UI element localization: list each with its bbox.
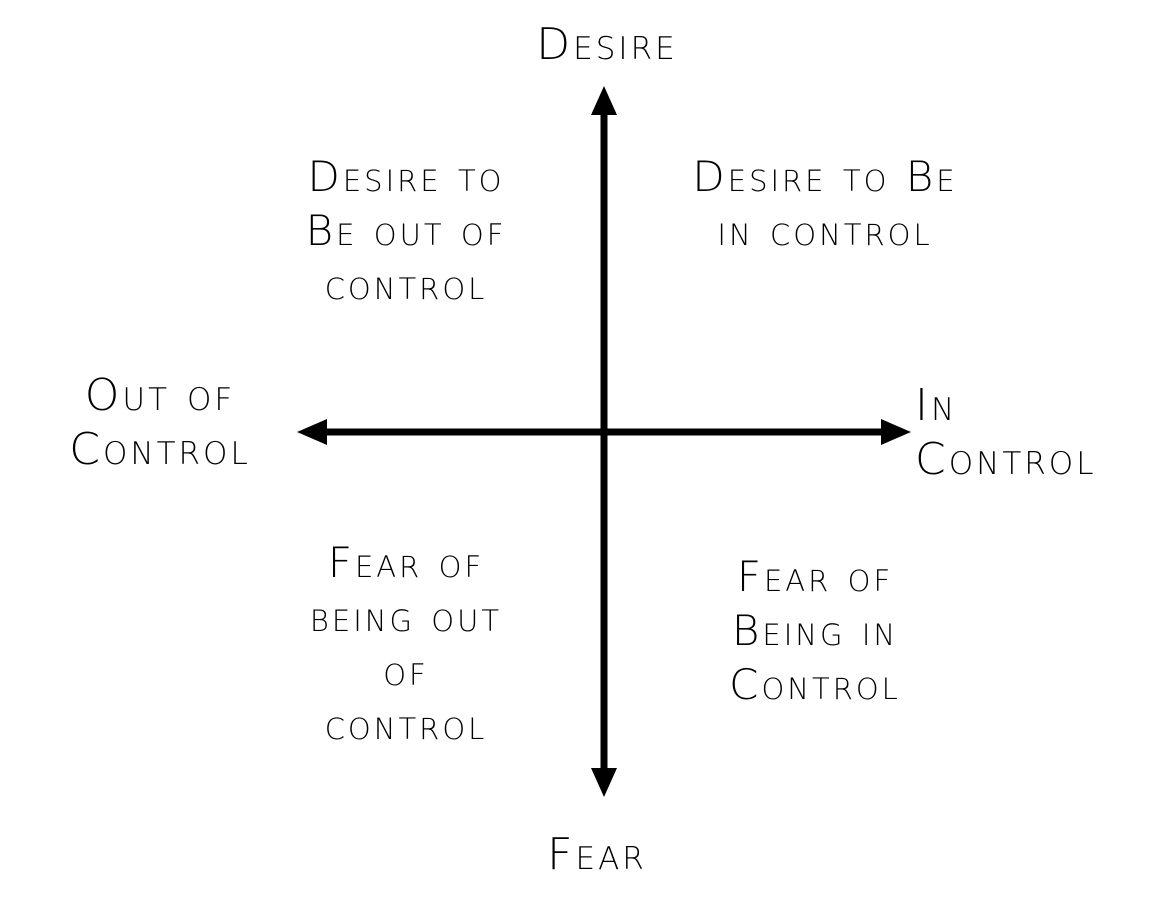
axis-label-top-text: Desire [536,19,678,70]
axis-label-top: Desire [507,18,707,72]
quadrant-bottom-right-line: Control [729,660,901,709]
quadrant-top-right-line: Desire to Be [692,152,958,201]
axis-label-left: Out of Control [40,369,280,477]
axis-label-right-line: Control [915,434,1097,485]
quadrant-top-left-line: Desire to [307,152,505,201]
axis-label-bottom-text: Fear [547,829,647,880]
quadrant-bottom-right-line: Being in [731,606,899,655]
quadrant-bottom-right: Fear of Being in Control [665,550,965,712]
axis-label-left-line: Control [69,424,251,475]
quadrant-top-left: Desire to Be out of control [256,150,556,312]
arrow-down-icon [591,768,617,797]
quadrant-top-right-line: in control [717,206,933,255]
arrow-right-icon [881,419,911,445]
quadrant-top-left-line: control [324,260,488,309]
quadrant-top-left-line: Be out of [305,206,507,255]
arrow-up-icon [591,86,617,115]
axis-label-right: In Control [915,379,1155,487]
quadrant-bottom-left-line: Fear of [327,538,485,587]
quadrant-bottom-left-line: being out [309,592,503,641]
quadrant-bottom-right-line: Fear of [736,552,894,601]
quadrant-bottom-left: Fear of being out of control [256,536,556,752]
axis-label-left-line: Out of [84,370,236,421]
axis-label-right-line: In [915,380,958,431]
quadrant-bottom-left-line: of [383,646,429,695]
arrow-left-icon [297,419,327,445]
axis-label-bottom: Fear [497,828,697,882]
quadrant-bottom-left-line: control [324,700,488,749]
quadrant-top-right: Desire to Be in control [660,150,990,258]
